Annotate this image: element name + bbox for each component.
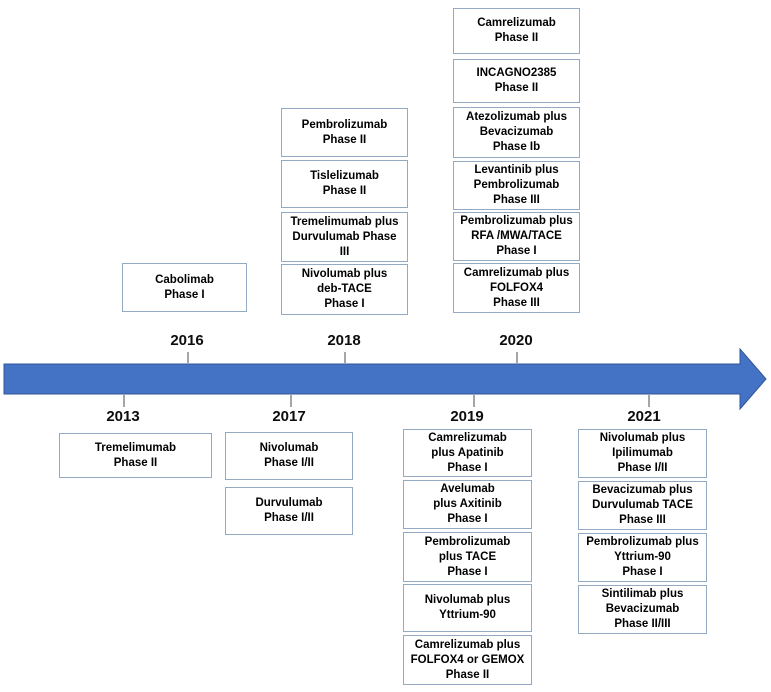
trial-box-nivolumab-deb-tace: Nivolumab plus deb-TACE Phase I [281, 264, 408, 315]
trial-box-durvulumab: Durvulumab Phase I/II [225, 487, 353, 535]
trial-box-label: Sintilimab plus Bevacizumab Phase II/III [601, 588, 684, 630]
tick-2019 [473, 394, 475, 407]
trial-box-pembrolizumab-rfa-mwa-tace: Pembrolizumab plus RFA /MWA/TACE Phase I [453, 212, 580, 261]
right-arrow-shape [3, 347, 767, 411]
trial-box-label: Camrelizumab plus FOLFOX4 or GEMOX Phase… [410, 638, 525, 681]
trial-box-label: Nivolumab plus deb-TACE Phase I [301, 268, 388, 310]
year-label-2013: 2013 [106, 408, 140, 425]
tick-2013 [123, 394, 125, 407]
trial-box-nivolumab: Nivolumab Phase I/II [225, 432, 353, 480]
trial-box-sintilimab-bevacizumab: Sintilimab plus Bevacizumab Phase II/III [578, 585, 707, 634]
trial-box-label: INCAGNO2385 Phase II [476, 67, 557, 94]
year-label-2019: 2019 [450, 408, 484, 425]
trial-box-label: Bevacizumab plus Durvulumab TACE Phase I… [592, 484, 693, 526]
trial-box-label: Tremelimumab Phase II [94, 441, 177, 469]
trial-box-camrelizumab-apatinib: Camrelizumab plus Apatinib Phase I [403, 429, 532, 477]
trial-box-label: Camrelizumab plus FOLFOX4 Phase III [463, 266, 570, 309]
trial-box-label: Camrelizumab Phase II [477, 17, 556, 44]
trial-box-incagno2385: INCAGNO2385 Phase II [453, 59, 580, 103]
trial-box-bevacizumab-durvulumab-tace: Bevacizumab plus Durvulumab TACE Phase I… [578, 481, 707, 530]
trial-box-tislelizumab: Tislelizumab Phase II [281, 160, 408, 208]
trial-box-label: Pembrolizumab plus RFA /MWA/TACE Phase I [460, 215, 573, 257]
trial-box-cabolimab: Cabolimab Phase I [122, 263, 247, 312]
tick-2016 [187, 352, 189, 364]
trial-box-label: Pembrolizumab plus Yttrium-90 Phase I [586, 536, 699, 578]
trial-box-tremelimumab: Tremelimumab Phase II [59, 433, 212, 478]
trial-box-atezolizumab-bevacizumab: Atezolizumab plus Bevacizumab Phase Ib [453, 107, 580, 158]
year-label-2020: 2020 [499, 332, 533, 349]
year-label-2021: 2021 [627, 408, 661, 425]
trial-box-label: Tremelimumab plus Durvulumab Phase III [290, 215, 399, 258]
trial-box-label: Atezolizumab plus Bevacizumab Phase Ib [466, 111, 567, 153]
tick-2018 [344, 352, 346, 364]
trial-box-pembrolizumab: Pembrolizumab Phase II [281, 108, 408, 157]
trial-box-camrelizumab-folfox4-gemox: Camrelizumab plus FOLFOX4 or GEMOX Phase… [403, 635, 532, 685]
trial-box-label: Pembrolizumab plus TACE Phase I [424, 535, 511, 578]
timeline-arrow [3, 347, 767, 411]
tick-2020 [516, 352, 518, 364]
trial-box-nivolumab-ipilimumab: Nivolumab plus Ipilimumab Phase I/II [578, 429, 707, 478]
trial-box-label: Tislelizumab Phase II [310, 170, 379, 197]
trial-box-label: Nivolumab plus Ipilimumab Phase I/II [599, 432, 686, 474]
trial-box-pembrolizumab-tace: Pembrolizumab plus TACE Phase I [403, 532, 532, 582]
year-label-2016: 2016 [170, 332, 204, 349]
trial-box-label: Pembrolizumab Phase II [301, 118, 388, 146]
trial-box-label: Avelumab plus Axitinib Phase I [433, 483, 502, 525]
tick-2017 [290, 394, 292, 407]
trial-box-label: Nivolumab plus Yttrium-90 [424, 594, 511, 621]
trial-box-label: Nivolumab Phase I/II [259, 442, 319, 469]
trial-box-avelumab-axitinib: Avelumab plus Axitinib Phase I [403, 480, 532, 529]
trial-box-label: Cabolimab Phase I [155, 273, 214, 301]
year-label-2017: 2017 [272, 408, 306, 425]
trial-box-camrelizumab-folfox4: Camrelizumab plus FOLFOX4 Phase III [453, 263, 580, 313]
trial-box-pembrolizumab-yttrium-90: Pembrolizumab plus Yttrium-90 Phase I [578, 533, 707, 582]
trial-box-levantinib-pembrolizumab: Levantinib plus Pembrolizumab Phase III [453, 161, 580, 210]
trial-box-tremelimumab-durvulumab: Tremelimumab plus Durvulumab Phase III [281, 212, 408, 262]
trial-box-label: Levantinib plus Pembrolizumab Phase III [473, 164, 560, 206]
trial-box-nivolumab-yttrium-90: Nivolumab plus Yttrium-90 [403, 584, 532, 632]
year-label-2018: 2018 [327, 332, 361, 349]
trial-box-label: Camrelizumab plus Apatinib Phase I [428, 431, 507, 474]
tick-2021 [648, 394, 650, 407]
trial-box-label: Durvulumab Phase I/II [255, 497, 323, 524]
trial-box-camrelizumab: Camrelizumab Phase II [453, 8, 580, 54]
